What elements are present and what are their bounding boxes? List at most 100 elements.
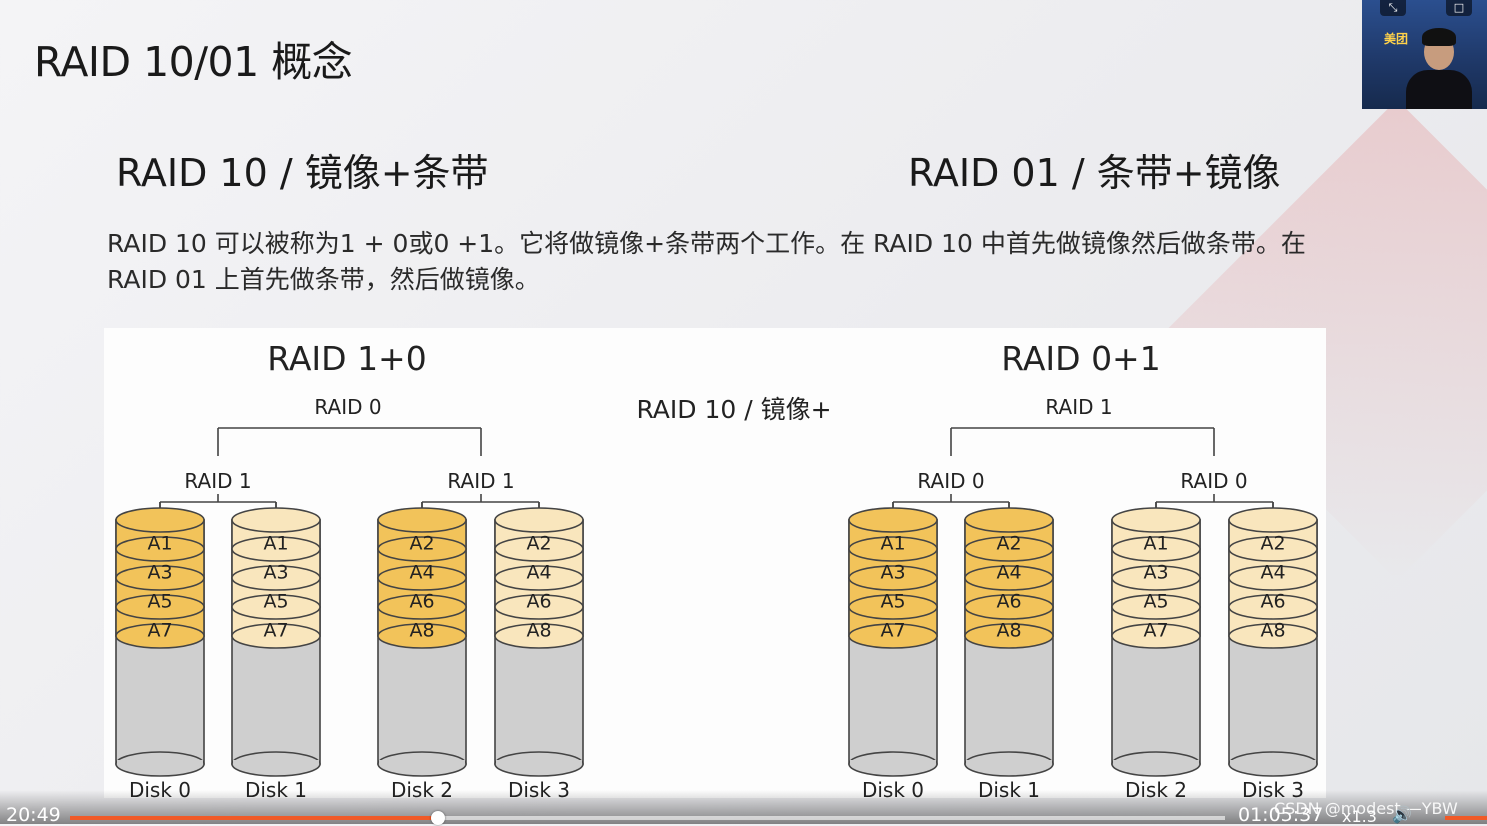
right-disk-2-label-A3: A3	[1143, 562, 1168, 584]
webcam-minimize-icon[interactable]: ⤡	[1380, 0, 1406, 16]
right-disk-0-top	[848, 507, 938, 533]
right-disk-3-label-A4: A4	[1260, 562, 1285, 584]
left-disk-0-label-A7: A7	[147, 620, 172, 642]
right-disk-1-block-3-edge	[964, 623, 1054, 649]
right-disk-2-name: Disk 2	[1125, 778, 1187, 798]
left-disk-2-label-A4: A4	[409, 562, 434, 584]
left-disk-0-block-1-edge	[115, 565, 205, 591]
left-disk-1-block-2-edge	[231, 594, 321, 620]
left-disk-3-block-2-edge	[494, 594, 584, 620]
video-player-bar: 20:49 CSDN @modest —YBW 01:05:37 x1.3 🔊	[0, 790, 1487, 826]
watermark: CSDN @modest —YBW	[1274, 799, 1458, 818]
left-disk-2-block-0-edge	[377, 536, 467, 562]
left-disk-3-label-A4: A4	[526, 562, 551, 584]
left-disk-2-label-A8: A8	[409, 620, 434, 642]
presenter-body	[1406, 70, 1472, 109]
slide-description: RAID 10 可以被称为1 + 0或0 +1。它将做镜像+条带两个工作。在 R…	[107, 229, 1306, 294]
left-disk-2-block-3-edge	[377, 623, 467, 649]
left-disk-0-label-A5: A5	[147, 591, 172, 613]
right-disk-2-label-A7: A7	[1143, 620, 1168, 642]
progress-fill	[70, 816, 439, 820]
right-disk-1-label-A6: A6	[996, 591, 1021, 613]
right-disk-2-label-A1: A1	[1143, 533, 1168, 555]
right-disk-2-block-0-edge	[1111, 536, 1201, 562]
left-disk-2-top	[377, 507, 467, 533]
left-disk-3-top	[494, 507, 584, 533]
left-disk-0-block-0-edge	[115, 536, 205, 562]
left-disk-1-block-3-edge	[231, 623, 321, 649]
left-disk-2-label-A2: A2	[409, 533, 434, 555]
left-disk-3-block-0-edge	[494, 536, 584, 562]
right-group-label-1: RAID 0	[1180, 469, 1247, 493]
left-disk-1-label-A5: A5	[263, 591, 288, 613]
subtitle-raid10: RAID 10 / 镜像+条带	[116, 151, 489, 195]
left-disk-0-name: Disk 0	[129, 778, 191, 798]
left-disk-2-block-1-edge	[377, 565, 467, 591]
right-disk-1-block-0-edge	[964, 536, 1054, 562]
right-disk-2-block-2-edge	[1111, 594, 1201, 620]
left-disk-2-name: Disk 2	[391, 778, 453, 798]
left-group-label-0: RAID 1	[184, 469, 251, 493]
right-disk-1-block-1-edge	[964, 565, 1054, 591]
left-disk-0-base-mask	[117, 760, 203, 764]
volume-icon[interactable]: 🔊	[1392, 805, 1412, 824]
right-disk-0-name: Disk 0	[862, 778, 924, 798]
right-disk-1-label-A2: A2	[996, 533, 1021, 555]
right-disk-1-name: Disk 1	[978, 778, 1040, 798]
right-disk-3-block-1-edge	[1228, 565, 1318, 591]
progress-thumb[interactable]	[431, 811, 446, 825]
right-disk-0-label-A3: A3	[880, 562, 905, 584]
webcam-banner: 美团	[1384, 32, 1409, 46]
right-disk-0-label-A5: A5	[880, 591, 905, 613]
left-disk-2-base-mask	[379, 760, 465, 764]
left-disk-3-label-A6: A6	[526, 591, 551, 613]
left-disk-1-block-1-edge	[231, 565, 321, 591]
right-disk-2-block-3-edge	[1111, 623, 1201, 649]
presenter-hair	[1422, 28, 1456, 46]
left-disk-1-label-A3: A3	[263, 562, 288, 584]
left-disk-0-block-2-edge	[115, 594, 205, 620]
playback-speed-button[interactable]: x1.3	[1342, 807, 1377, 826]
right-disk-3-block-3-edge	[1228, 623, 1318, 649]
left-disk-3-name: Disk 3	[508, 778, 570, 798]
right-disk-3-name: Disk 3	[1242, 778, 1304, 798]
right-disk-0-label-A7: A7	[880, 620, 905, 642]
total-time: 01:05:37	[1238, 804, 1324, 826]
left-group-label-1: RAID 1	[447, 469, 514, 493]
left-top-label: RAID 0	[314, 395, 381, 419]
right-disk-0-block-3-edge	[848, 623, 938, 649]
right-disk-3-label-A2: A2	[1260, 533, 1285, 555]
left-disk-3-block-1-edge	[494, 565, 584, 591]
right-disk-1-top	[964, 507, 1054, 533]
right-disk-1-label-A4: A4	[996, 562, 1021, 584]
left-title: RAID 1+0	[267, 339, 426, 378]
progress-track[interactable]	[70, 811, 1225, 825]
current-time: 20:49	[6, 804, 61, 826]
center-label: RAID 10 / 镜像+	[636, 395, 831, 424]
right-title: RAID 0+1	[1001, 339, 1160, 378]
right-disk-0-base-mask	[850, 760, 936, 764]
right-disk-3-base-mask	[1230, 760, 1316, 764]
left-disk-3-label-A8: A8	[526, 620, 551, 642]
right-disk-2-top	[1111, 507, 1201, 533]
right-disk-2-block-1-edge	[1111, 565, 1201, 591]
right-disk-3-block-2-edge	[1228, 594, 1318, 620]
right-disk-0-block-0-edge	[848, 536, 938, 562]
webcam-expand-icon[interactable]: □	[1446, 0, 1472, 16]
webcam-overlay: ⤡ □ 美团	[1362, 0, 1487, 109]
right-disk-0-label-A1: A1	[880, 533, 905, 555]
right-top-label: RAID 1	[1045, 395, 1112, 419]
right-disk-3-top	[1228, 507, 1318, 533]
left-disk-0-label-A1: A1	[147, 533, 172, 555]
left-disk-0-label-A3: A3	[147, 562, 172, 584]
right-disk-2-base-mask	[1113, 760, 1199, 764]
left-disk-2-block-2-edge	[377, 594, 467, 620]
right-disk-1-label-A8: A8	[996, 620, 1021, 642]
left-disk-3-block-3-edge	[494, 623, 584, 649]
slide-title: RAID 10/01 概念	[34, 38, 353, 86]
left-disk-1-label-A7: A7	[263, 620, 288, 642]
left-disk-1-base-mask	[233, 760, 319, 764]
left-disk-3-label-A2: A2	[526, 533, 551, 555]
